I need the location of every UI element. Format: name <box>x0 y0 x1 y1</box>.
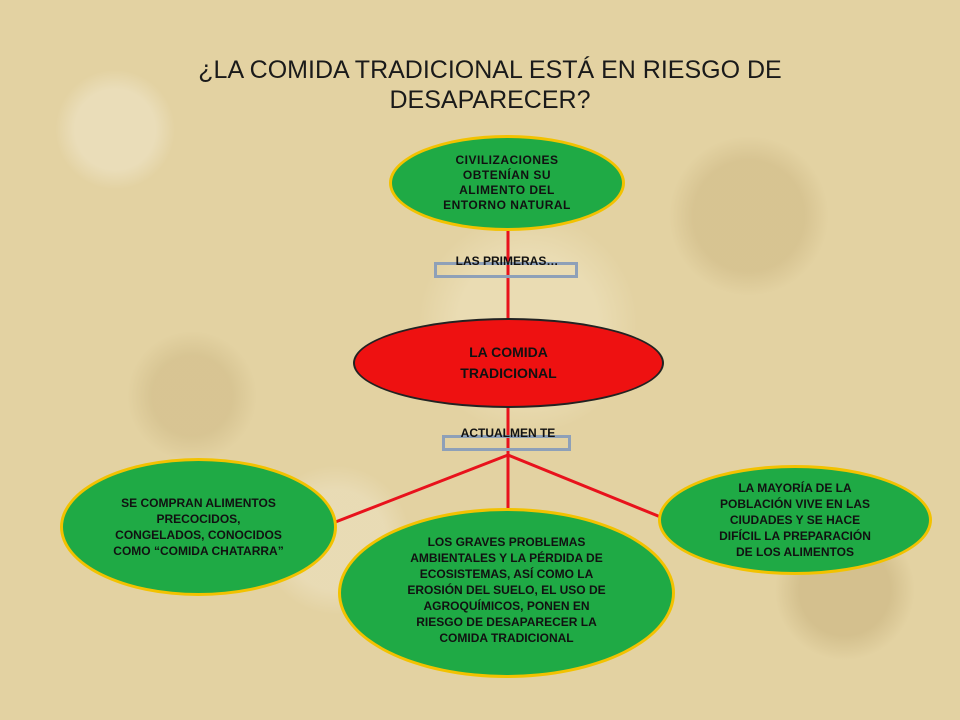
bottom-node: LOS GRAVES PROBLEMAS AMBIENTALES Y LA PÉ… <box>338 508 675 678</box>
top-connector-box <box>434 262 578 278</box>
page-title: ¿LA COMIDA TRADICIONAL ESTÁ EN RIESGO DE… <box>198 56 782 114</box>
center-node-text: LA COMIDA TRADICIONAL <box>460 344 557 381</box>
right-node: LA MAYORÍA DE LA POBLACIÓN VIVE EN LAS C… <box>658 465 932 575</box>
center-node: LA COMIDA TRADICIONAL <box>353 318 664 408</box>
top-node: CIVILIZACIONES OBTENÍAN SU ALIMENTO DEL … <box>389 135 625 231</box>
left-node: SE COMPRAN ALIMENTOS PRECOCIDOS, CONGELA… <box>60 458 337 596</box>
left-node-text: SE COMPRAN ALIMENTOS PRECOCIDOS, CONGELA… <box>113 496 284 558</box>
bottom-node-text: LOS GRAVES PROBLEMAS AMBIENTALES Y LA PÉ… <box>407 535 606 645</box>
bottom-connector-label: ACTUALMEN TE <box>460 426 556 440</box>
right-node-text: LA MAYORÍA DE LA POBLACIÓN VIVE EN LAS C… <box>719 481 871 559</box>
line-left <box>319 453 509 530</box>
line-right <box>507 453 669 522</box>
top-node-text: CIVILIZACIONES OBTENÍAN SU ALIMENTO DEL … <box>443 153 571 212</box>
top-connector-label: LAS PRIMERAS… <box>455 254 559 268</box>
bottom-connector-box <box>442 435 571 451</box>
